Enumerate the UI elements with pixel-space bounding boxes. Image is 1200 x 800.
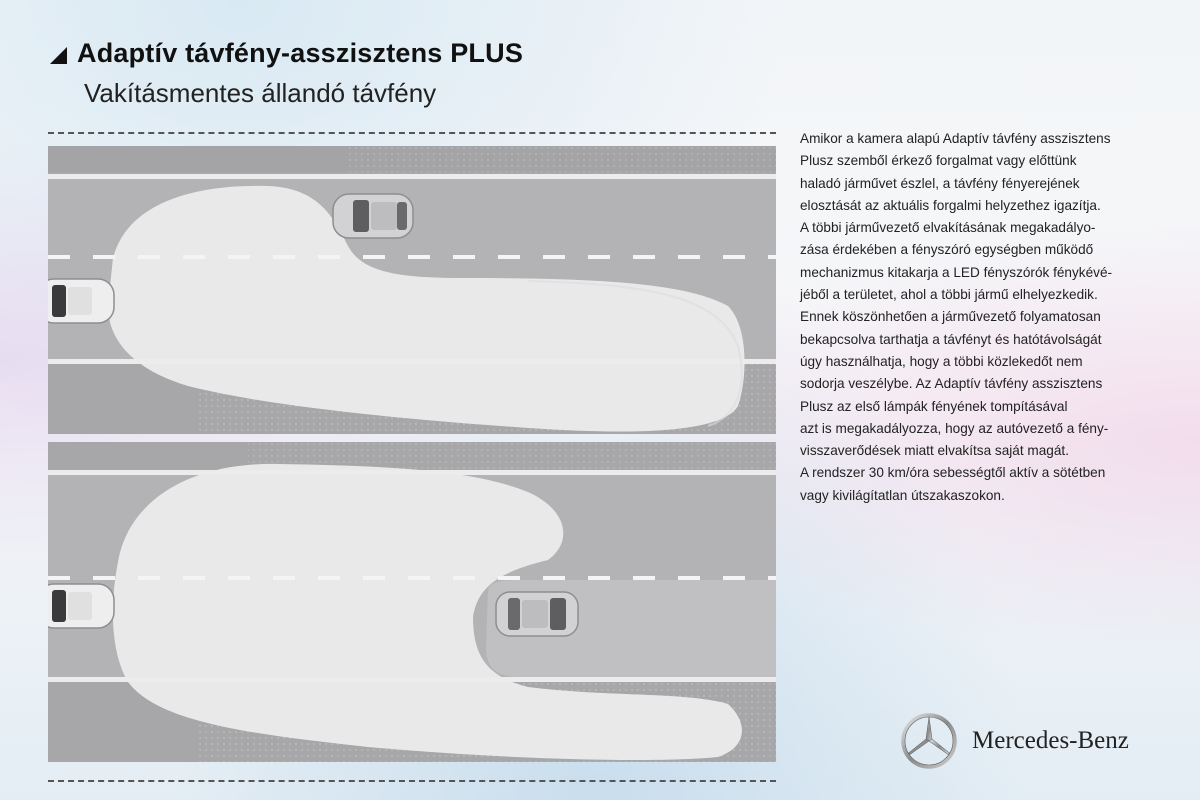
description-line: mechanizmus kitakarja a LED fényszórók f… bbox=[800, 264, 1113, 280]
scene-preceding-illustration bbox=[48, 442, 776, 762]
preceding-car-icon bbox=[495, 591, 579, 637]
divider-top bbox=[48, 132, 776, 134]
page-subtitle: Vakításmentes állandó távfény bbox=[84, 78, 437, 108]
brand-name: Mercedes-Benz bbox=[972, 727, 1129, 754]
description-line: Plusz az első lámpák fényének tompításáv… bbox=[800, 398, 1068, 414]
page-title: Adaptív távfény-asszisztens PLUS bbox=[50, 38, 523, 69]
diagram-scene-oncoming bbox=[48, 146, 776, 434]
mercedes-star-icon bbox=[901, 713, 957, 769]
own-car-icon bbox=[48, 583, 115, 629]
description-line: A rendszer 30 km/óra sebességtől aktív a… bbox=[800, 465, 1106, 481]
description-line: bekapcsolva tarthatja a távfényt és ható… bbox=[800, 331, 1102, 347]
title-text: Adaptív távfény-asszisztens PLUS bbox=[77, 38, 524, 68]
scene-oncoming-illustration bbox=[48, 146, 776, 434]
description-line: azt is megakadályozza, hogy az autóvezet… bbox=[800, 420, 1109, 436]
description-line: úgy használhatja, hogy a többi közlekedő… bbox=[800, 353, 1083, 369]
description-line: haladó járművet észlel, a távfény fényer… bbox=[800, 175, 1080, 191]
description-line: Ennek köszönhetően a járművezető folyama… bbox=[800, 309, 1101, 325]
triangle-marker-icon bbox=[50, 47, 67, 64]
description-line: sodorja veszélybe. Az Adaptív távfény as… bbox=[800, 376, 1103, 392]
description-line: zása érdekében a fényszóró egységben műk… bbox=[800, 242, 1094, 258]
description-line: visszaverődések miatt elvakítsa saját ma… bbox=[800, 443, 1069, 459]
own-car-icon bbox=[48, 278, 115, 324]
description-line: jéből a területet, ahol a többi jármű el… bbox=[800, 287, 1098, 303]
oncoming-car-icon bbox=[332, 193, 414, 239]
description-text: Amikor a kamera alapú Adaptív távfény as… bbox=[800, 128, 1180, 507]
description-line: elosztását az aktuális forgalmi helyzeth… bbox=[800, 197, 1101, 213]
divider-bottom bbox=[48, 780, 776, 782]
description-line: vagy kivilágítatlan útszakaszokon. bbox=[800, 487, 1005, 503]
description-line: Amikor a kamera alapú Adaptív távfény as… bbox=[800, 131, 1111, 146]
brand-logo: Mercedes-Benz bbox=[900, 712, 1129, 770]
description-line: A többi járművezető elvakításának megaka… bbox=[800, 220, 1096, 236]
description-line: Plusz szemből érkező forgalmat vagy előt… bbox=[800, 153, 1077, 169]
diagram-scene-preceding bbox=[48, 442, 776, 762]
